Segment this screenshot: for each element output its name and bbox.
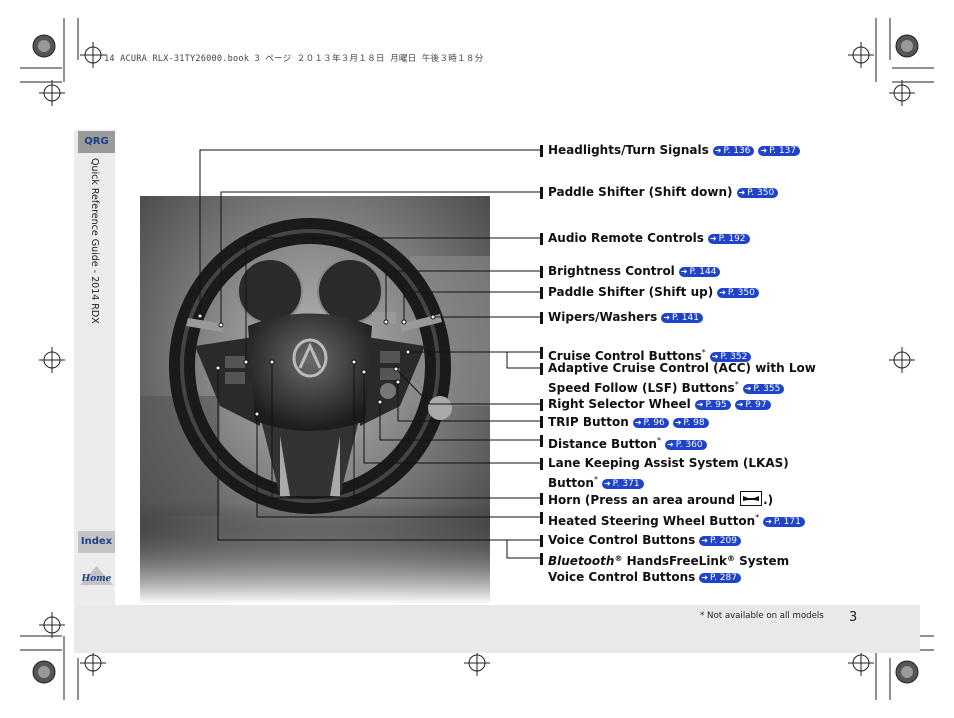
item-paddle-down: Paddle Shifter (Shift down)➜P. 350 <box>548 185 779 201</box>
arrow-icon: ➜ <box>603 478 611 488</box>
marker <box>540 287 543 299</box>
item-right-selector: Right Selector Wheel➜P. 95➜P. 97 <box>548 397 771 413</box>
item-acc-lsf: Adaptive Cruise Control (ACC) with Low S… <box>548 361 816 395</box>
page-ref-link[interactable]: ➜P. 287 <box>699 572 741 583</box>
item-brightness: Brightness Control➜P. 144 <box>548 264 721 280</box>
arrow-icon: ➜ <box>714 146 722 155</box>
arrow-icon: ➜ <box>666 440 674 449</box>
arrow-icon: ➜ <box>634 418 642 427</box>
qrg-tab[interactable]: QRG <box>78 131 115 153</box>
home-icon: Home <box>80 566 113 585</box>
item-wipers: Wipers/Washers➜P. 141 <box>548 310 703 326</box>
page-ref-link[interactable]: ➜P. 171 <box>763 517 805 527</box>
page-ref-link[interactable]: ➜P. 141 <box>661 313 703 323</box>
arrow-icon: ➜ <box>738 188 746 197</box>
page-ref-link[interactable]: ➜P. 371 <box>601 478 644 489</box>
arrow-icon: ➜ <box>744 383 752 393</box>
page-ref-link[interactable]: ➜P. 97 <box>734 400 771 410</box>
arrow-icon: ➜ <box>709 234 717 243</box>
item-cruise-control: Cruise Control Buttons*➜P. 352 <box>548 345 752 365</box>
marker <box>540 399 543 411</box>
marker <box>540 553 543 565</box>
marker <box>540 512 543 524</box>
arrow-icon: ➜ <box>701 536 708 545</box>
item-heated-wheel: Heated Steering Wheel Button*➜P. 171 <box>548 510 805 530</box>
guide-title: Quick Reference Guide - 2014 RDX <box>89 158 100 324</box>
page-ref-link[interactable]: ➜P. 352 <box>709 352 752 362</box>
arrow-icon: ➜ <box>674 418 682 427</box>
item-audio-remote: Audio Remote Controls➜P. 192 <box>548 231 750 247</box>
item-distance-button: Distance Button*➜P. 360 <box>548 433 707 453</box>
marker <box>540 458 543 470</box>
marker <box>540 363 543 375</box>
steering-wheel-photo <box>140 196 490 604</box>
page-ref-link[interactable]: ➜P. 144 <box>678 267 721 277</box>
arrow-icon: ➜ <box>765 517 772 526</box>
item-horn: Horn (Press an area around .) <box>548 491 774 507</box>
marker <box>540 535 543 547</box>
marker <box>540 187 543 199</box>
marker <box>540 266 543 278</box>
arrow-icon: ➜ <box>736 400 744 409</box>
footer-band <box>74 605 920 653</box>
page-ref-link[interactable]: ➜P. 136 <box>712 146 755 156</box>
item-trip-button: TRIP Button➜P. 96➜P. 98 <box>548 415 709 431</box>
page-ref-link[interactable]: ➜P. 98 <box>672 418 709 428</box>
marker <box>540 435 543 447</box>
item-lkas: Lane Keeping Assist System (LKAS) Button… <box>548 456 789 490</box>
marker <box>540 145 543 157</box>
home-tab[interactable]: Home <box>78 563 115 587</box>
arrow-icon: ➜ <box>663 313 671 322</box>
side-strip <box>74 130 115 605</box>
page-ref-link[interactable]: ➜P. 137 <box>758 146 801 156</box>
horn-icon <box>740 491 763 506</box>
item-paddle-up: Paddle Shifter (Shift up)➜P. 350 <box>548 285 759 301</box>
index-tab[interactable]: Index <box>78 531 115 553</box>
item-bluetooth-hfl: Bluetooth® HandsFreeLink® System Voice C… <box>548 554 790 584</box>
page-ref-link[interactable]: ➜P. 192 <box>707 234 750 244</box>
arrow-icon: ➜ <box>711 352 719 361</box>
arrow-icon: ➜ <box>696 400 704 409</box>
home-label: Home <box>81 574 112 584</box>
arrow-icon: ➜ <box>719 288 726 297</box>
page-ref-link[interactable]: ➜P. 96 <box>632 418 669 428</box>
arrow-icon: ➜ <box>701 572 708 582</box>
marker <box>540 493 543 505</box>
page-ref-link[interactable]: ➜P. 355 <box>742 383 785 394</box>
arrow-icon: ➜ <box>760 146 768 155</box>
arrow-icon: ➜ <box>680 267 688 276</box>
page-ref-link[interactable]: ➜P. 209 <box>699 536 741 546</box>
footnote: * Not available on all models <box>700 611 824 621</box>
page-ref-link[interactable]: ➜P. 95 <box>694 400 731 410</box>
print-header: 14 ACURA RLX-31TY26000.book 3 ページ ２０１３年３… <box>104 54 484 64</box>
marker <box>540 233 543 245</box>
marker <box>540 347 543 359</box>
item-headlights: Headlights/Turn Signals➜P. 136➜P. 137 <box>548 143 801 159</box>
marker <box>540 312 543 324</box>
item-voice-control: Voice Control Buttons➜P. 209 <box>548 533 741 549</box>
page-number: 3 <box>849 610 858 625</box>
page-ref-link[interactable]: ➜P. 360 <box>664 440 707 450</box>
page-ref-link[interactable]: ➜P. 350 <box>736 188 779 198</box>
marker <box>540 416 543 428</box>
page-ref-link[interactable]: ➜P. 350 <box>717 288 759 298</box>
